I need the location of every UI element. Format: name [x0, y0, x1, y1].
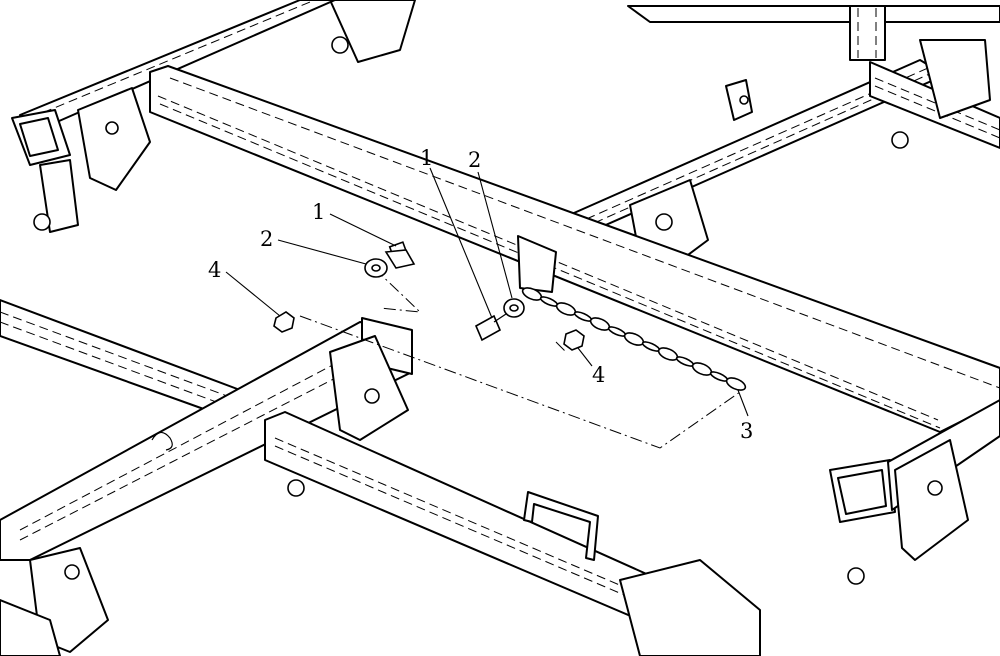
rear-upright-post — [849, 5, 886, 61]
chain-link — [725, 377, 747, 391]
center-hinge-hole-icon — [364, 388, 380, 404]
leader-1a — [329, 213, 397, 247]
centerline-nut-right — [555, 341, 567, 353]
upper-left-hinge-hole-icon — [105, 121, 119, 135]
rear-tube-clip-bracket — [725, 79, 753, 121]
bolt-upper — [384, 241, 416, 269]
top-hinge-pivot-right-icon — [891, 131, 909, 149]
chain-link — [555, 302, 577, 316]
lower-left-tube — [0, 599, 61, 656]
top-hinge-pivot-left-icon — [331, 36, 349, 54]
leader-4a — [225, 271, 281, 317]
clip-bolt-icon — [739, 95, 749, 105]
safety-chain — [521, 287, 747, 391]
top-hinge-bracket-right — [919, 39, 991, 119]
chain-link — [623, 332, 645, 346]
nut-upper — [273, 311, 295, 333]
right-tube-end-inner — [837, 469, 887, 515]
main-cross-tube — [149, 65, 1000, 433]
right-pivot-icon — [847, 567, 865, 585]
front-left-frame-assembly — [11, 0, 336, 233]
rear-hinge-pivot-icon — [655, 213, 673, 231]
lower-drawbar-tube — [264, 411, 661, 621]
leader-2b — [477, 171, 513, 299]
cotter-pin-icon — [151, 431, 173, 451]
chain-link — [607, 326, 627, 337]
nut-lower — [563, 329, 585, 351]
lower-drawbar-end — [619, 559, 761, 656]
chain-link — [657, 347, 679, 361]
chain-link — [709, 371, 729, 382]
centerline-upper — [373, 267, 422, 313]
upper-left-tube-end-inner — [19, 117, 59, 157]
washer-upper — [364, 258, 388, 278]
chain-link — [641, 341, 661, 352]
callout-3: 3 — [740, 419, 753, 443]
chain-link — [675, 356, 695, 367]
main-cross-tube-body — [149, 65, 1000, 433]
callout-1a: 1 — [312, 200, 325, 224]
right-front-frame-assembly — [829, 399, 1000, 585]
bolt-lower — [474, 313, 507, 342]
upper-left-bracket-arm — [39, 159, 79, 233]
right-hinge-hole-icon — [927, 480, 943, 496]
drawbar-pivot-icon — [287, 479, 305, 497]
chain-link — [573, 311, 593, 322]
chain-link — [691, 362, 713, 376]
right-hinge-bracket — [894, 439, 969, 561]
top-hinge-bracket-left — [329, 0, 416, 63]
chain-link — [589, 317, 611, 331]
washer-lower — [503, 298, 525, 318]
lower-left-hinge-hole-icon — [64, 564, 80, 580]
callout-2a: 2 — [260, 227, 273, 251]
callout-4b: 4 — [592, 363, 605, 387]
leader-3 — [737, 389, 749, 417]
front-drawbar-assembly — [0, 411, 761, 656]
lift-handle — [523, 491, 599, 561]
leader-1b — [429, 167, 493, 319]
rear-frame-assembly — [329, 0, 1000, 273]
center-frame-assembly — [0, 299, 413, 561]
callout-1b: 1 — [420, 146, 433, 170]
chain-mount-tab — [517, 235, 557, 293]
callout-4a: 4 — [208, 258, 221, 282]
rear-top-tube — [627, 5, 1000, 23]
upper-left-hinge-bracket — [77, 87, 151, 191]
left-long-tube — [0, 299, 241, 423]
leader-2a — [277, 239, 367, 265]
center-hinge-bracket — [329, 335, 409, 441]
centerline-lower — [299, 315, 741, 449]
upper-left-pivot-icon — [33, 213, 51, 231]
chain-link — [539, 296, 559, 307]
leader-4b — [577, 347, 593, 367]
callout-2b: 2 — [468, 148, 481, 172]
